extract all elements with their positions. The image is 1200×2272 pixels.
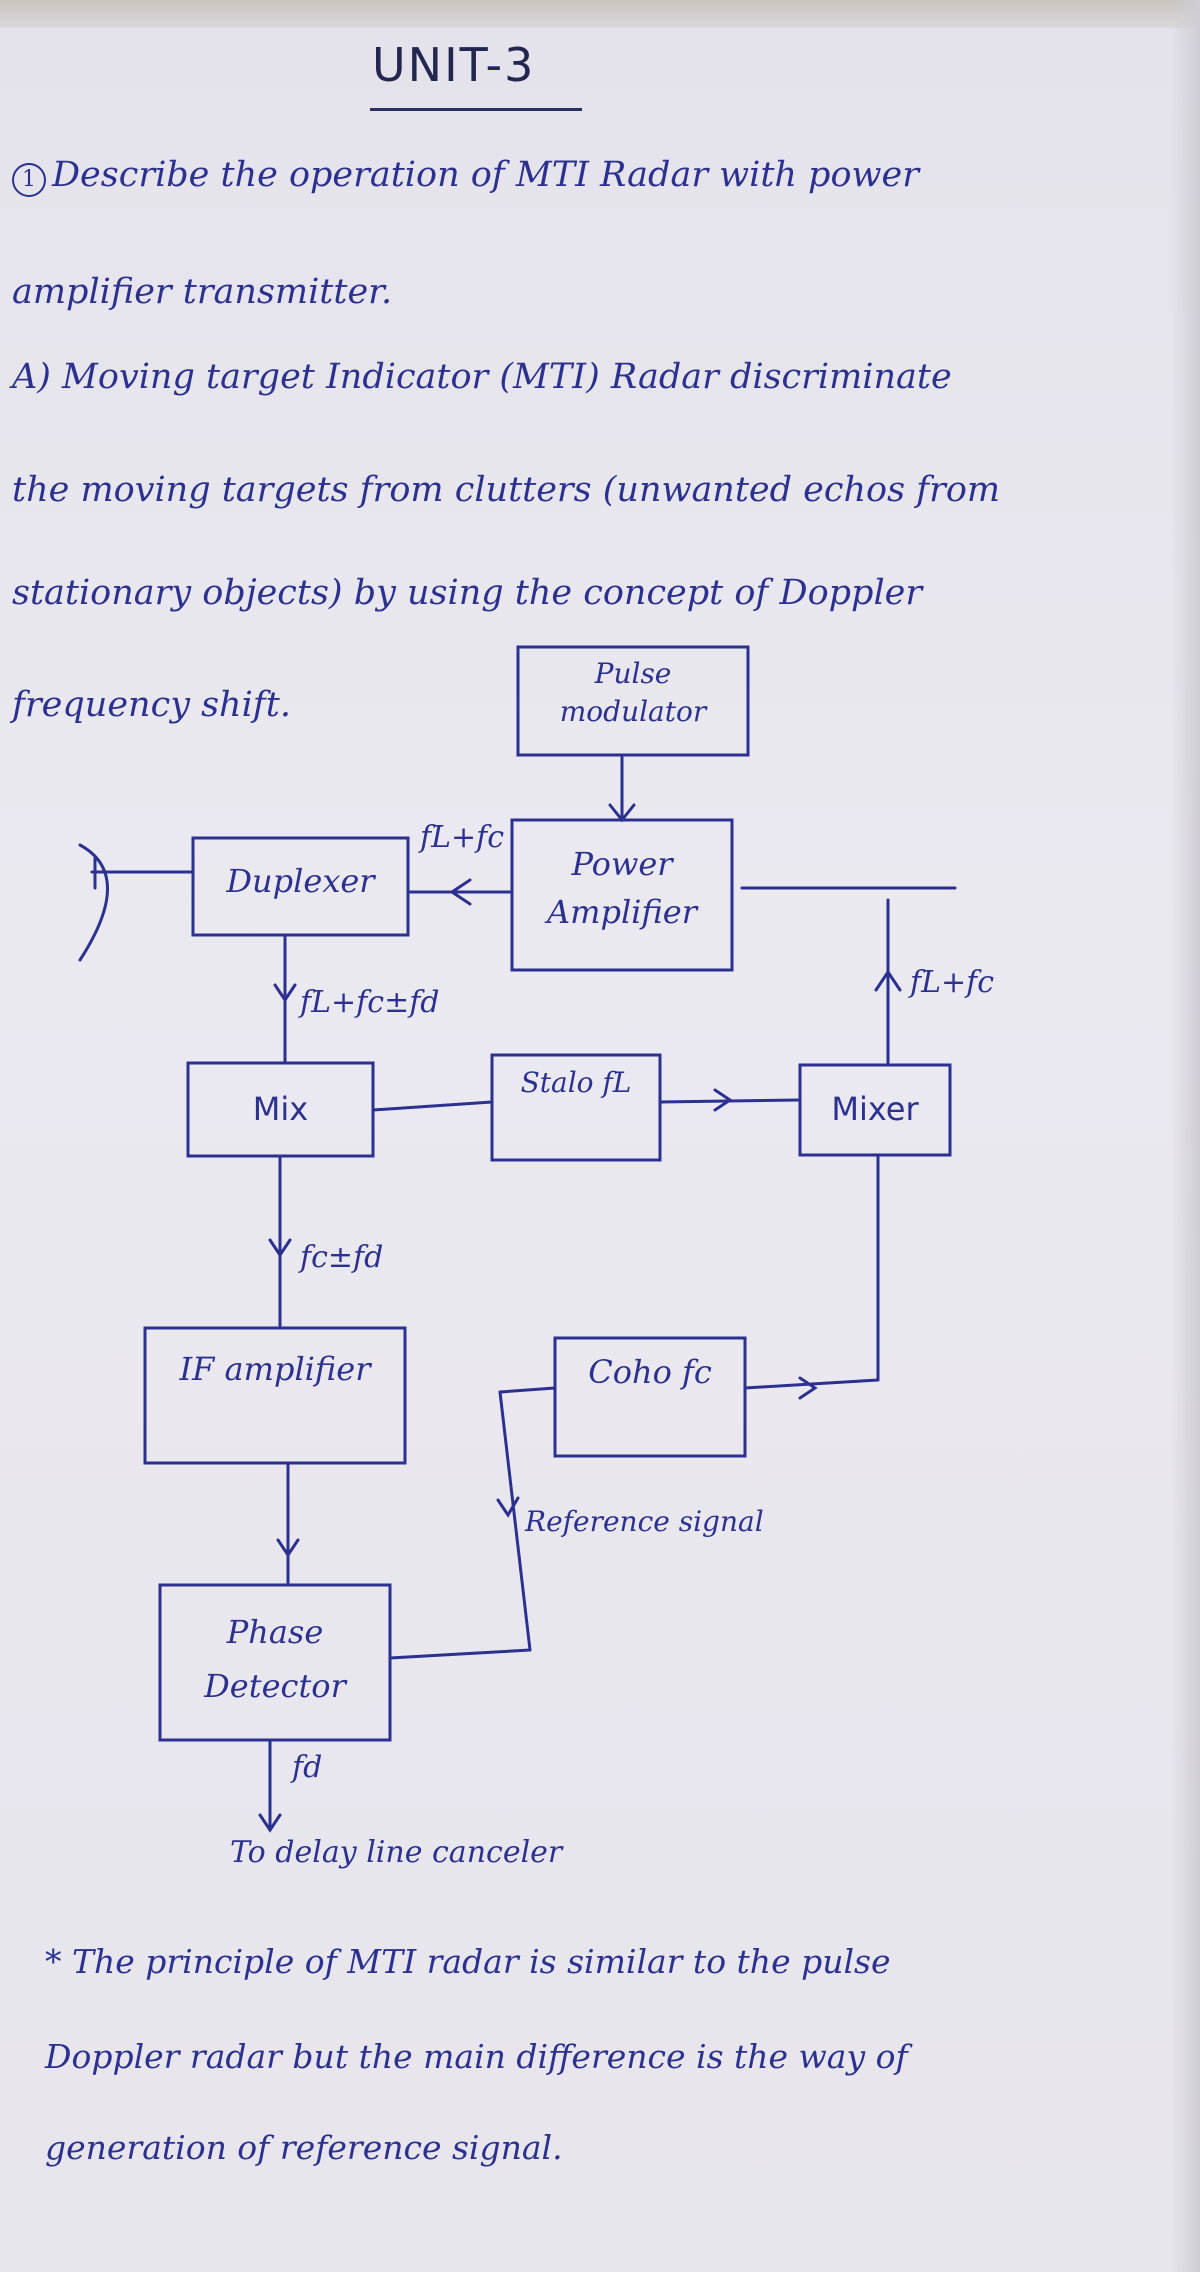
note-line-1: * The principle of MTI radar is similar …: [45, 1942, 891, 1981]
duplexer-label: Duplexer: [226, 862, 375, 900]
if-amplifier-box: [143, 1326, 407, 1465]
output-destination-label: To delay line canceler: [230, 1835, 563, 1870]
stalo-box: [490, 1053, 662, 1162]
duplexer-box: [191, 836, 410, 937]
phase-detector-label: Phase Detector: [204, 1613, 346, 1705]
mix-to-if-signal: fc±fd: [300, 1240, 384, 1275]
pa-to-duplexer-signal: fL+fc: [420, 820, 505, 855]
duplexer-to-mix-signal: fL+fc±fd: [300, 985, 440, 1020]
question-number: 1: [12, 163, 46, 197]
answer-line-2: the moving targets from clutters (unwant…: [12, 470, 1001, 510]
title-underline: [370, 108, 582, 111]
question-text-1: Describe the operation of MTI Radar with…: [52, 155, 919, 195]
answer-line-3: stationary objects) by using the concept…: [12, 573, 923, 613]
mixer-label: Mixer: [831, 1090, 919, 1128]
mix-label: Mix: [252, 1090, 309, 1128]
page-right-edge: [1170, 0, 1200, 2272]
stalo-label: Stalo fL: [520, 1066, 632, 1099]
power-amplifier-label: Power Amplifier: [547, 845, 697, 931]
page-title: UNIT-3: [372, 38, 536, 92]
mixer-box: [798, 1063, 952, 1157]
mixer-to-pa-signal: fL+fc: [910, 965, 995, 1000]
question-line-2: amplifier transmitter.: [12, 272, 393, 312]
note-line-3: generation of reference signal.: [45, 2128, 563, 2167]
if-amplifier-label: IF amplifier: [179, 1350, 371, 1388]
antenna-dish: [78, 843, 109, 962]
answer-line-4: frequency shift.: [12, 685, 291, 725]
note-line-2: Doppler radar but the main difference is…: [45, 2037, 908, 2076]
pulse-modulator-label: Pulse modulator: [559, 657, 707, 728]
answer-line-1: A) Moving target Indicator (MTI) Radar d…: [12, 357, 952, 397]
coho-box: [553, 1336, 747, 1458]
reference-signal-label: Reference signal: [525, 1505, 764, 1538]
phase-detector-box: [158, 1583, 392, 1742]
pulse-modulator-box: [516, 645, 750, 757]
coho-label: Coho fc: [588, 1353, 712, 1391]
detector-output-signal: fd: [292, 1750, 323, 1785]
page-top-edge: [0, 0, 1200, 28]
